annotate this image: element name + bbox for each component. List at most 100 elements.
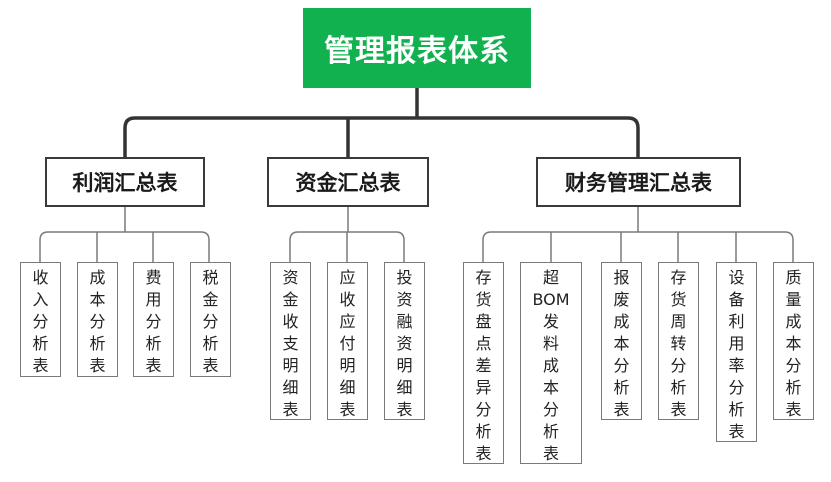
leaf-char: 表 xyxy=(728,422,745,441)
leaf-char: 支 xyxy=(282,334,299,353)
leaf-char: 税 xyxy=(202,268,219,287)
leaf-char: 投 xyxy=(396,268,413,287)
leaf-node: 存货周转分析表 xyxy=(658,262,699,420)
leaf-char: 收 xyxy=(339,290,356,309)
leaf-char: 表 xyxy=(32,356,49,375)
leaf-char: 分 xyxy=(202,312,219,331)
leaf-char: 用 xyxy=(728,334,745,353)
leaf-char: 明 xyxy=(282,356,299,375)
leaf-char: 表 xyxy=(613,400,630,419)
leaf-char: 表 xyxy=(202,356,219,375)
leaf-char: 析 xyxy=(475,422,492,441)
leaf-char: 转 xyxy=(670,334,687,353)
leaf-char: 收 xyxy=(32,268,49,287)
leaf-char: 资 xyxy=(396,290,413,309)
leaf-char: 表 xyxy=(785,400,802,419)
leaf-char: 表 xyxy=(145,356,162,375)
leaf-char: 分 xyxy=(32,312,49,331)
leaf-node: 应收应付明细表 xyxy=(327,262,368,420)
leaf-char: 分 xyxy=(670,356,687,375)
leaf-node: 设备利用率分析表 xyxy=(716,262,757,442)
leaf-node: 质量成本分析表 xyxy=(773,262,814,420)
leaf-char: 成 xyxy=(613,312,630,331)
leaf-char: 应 xyxy=(339,312,356,331)
leaf-char: 废 xyxy=(613,290,630,309)
leaf-char: 细 xyxy=(339,378,356,397)
leaf-char: 细 xyxy=(282,378,299,397)
leaf-char: 析 xyxy=(145,334,162,353)
leaf-char: 析 xyxy=(202,334,219,353)
leaf-node: 投资融资明细表 xyxy=(384,262,425,420)
leaf-char: 用 xyxy=(145,290,162,309)
leaf-char: 析 xyxy=(670,378,687,397)
leaf-node: 税金分析表 xyxy=(190,262,231,377)
leaf-char: 表 xyxy=(670,400,687,419)
leaf-char: 表 xyxy=(89,356,106,375)
leaf-char: 表 xyxy=(396,400,413,419)
group3-leaf-connector xyxy=(482,207,794,262)
leaf-char: 备 xyxy=(728,290,745,309)
leaf-char: 成 xyxy=(89,268,106,287)
leaf-char: 差 xyxy=(475,356,492,375)
leaf-char: 量 xyxy=(785,290,802,309)
leaf-char: 存 xyxy=(670,268,687,287)
root-node: 管理报表体系 xyxy=(303,8,531,88)
leaf-char: 料 xyxy=(542,334,559,353)
leaf-char: 存 xyxy=(475,268,492,287)
leaf-char: 设 xyxy=(728,268,745,287)
root-connector xyxy=(123,88,640,157)
leaf-node: 资金收支明细表 xyxy=(270,262,311,420)
leaf-char: 分 xyxy=(728,378,745,397)
leaf-char: 析 xyxy=(728,400,745,419)
leaf-char: 资 xyxy=(282,268,299,287)
leaf-char: 明 xyxy=(339,356,356,375)
leaf-char: 付 xyxy=(339,334,356,353)
leaf-char: 本 xyxy=(613,334,630,353)
leaf-node: 费用分析表 xyxy=(133,262,174,377)
leaf-char: 率 xyxy=(728,356,745,375)
group-node-profit: 利润汇总表 xyxy=(45,157,205,207)
leaf-char: 分 xyxy=(145,312,162,331)
group-node-finance: 财务管理汇总表 xyxy=(536,157,741,207)
leaf-char: BOM xyxy=(532,290,570,309)
group2-leaf-connector xyxy=(289,207,405,262)
leaf-char: 明 xyxy=(396,356,413,375)
leaf-char: 本 xyxy=(785,334,802,353)
leaf-char: 分 xyxy=(613,356,630,375)
leaf-char: 分 xyxy=(542,400,559,419)
leaf-char: 表 xyxy=(475,444,492,463)
leaf-char: 利 xyxy=(728,312,745,331)
leaf-char: 周 xyxy=(670,312,687,331)
leaf-char: 货 xyxy=(670,290,687,309)
leaf-char: 金 xyxy=(282,290,299,309)
leaf-char: 析 xyxy=(89,334,106,353)
group1-leaf-connector xyxy=(39,207,210,262)
leaf-char: 入 xyxy=(32,290,49,309)
leaf-char: 表 xyxy=(542,444,559,463)
leaf-node: 存货盘点差异分析表 xyxy=(463,262,504,464)
leaf-char: 金 xyxy=(202,290,219,309)
leaf-node: 报废成本分析表 xyxy=(601,262,642,420)
leaf-char: 报 xyxy=(613,268,630,287)
leaf-char: 表 xyxy=(282,400,299,419)
leaf-char: 分 xyxy=(785,356,802,375)
leaf-node: 成本分析表 xyxy=(77,262,118,377)
group-node-funds: 资金汇总表 xyxy=(267,157,429,207)
leaf-char: 本 xyxy=(542,378,559,397)
leaf-char: 盘 xyxy=(475,312,492,331)
leaf-char: 点 xyxy=(475,334,492,353)
leaf-node: 收入分析表 xyxy=(20,262,61,377)
leaf-char: 析 xyxy=(785,378,802,397)
leaf-char: 资 xyxy=(396,334,413,353)
leaf-char: 货 xyxy=(475,290,492,309)
leaf-char: 成 xyxy=(785,312,802,331)
leaf-char: 析 xyxy=(613,378,630,397)
leaf-char: 析 xyxy=(32,334,49,353)
leaf-char: 超 xyxy=(542,268,559,287)
leaf-char: 融 xyxy=(396,312,413,331)
leaf-char: 表 xyxy=(339,400,356,419)
leaf-char: 异 xyxy=(475,378,492,397)
